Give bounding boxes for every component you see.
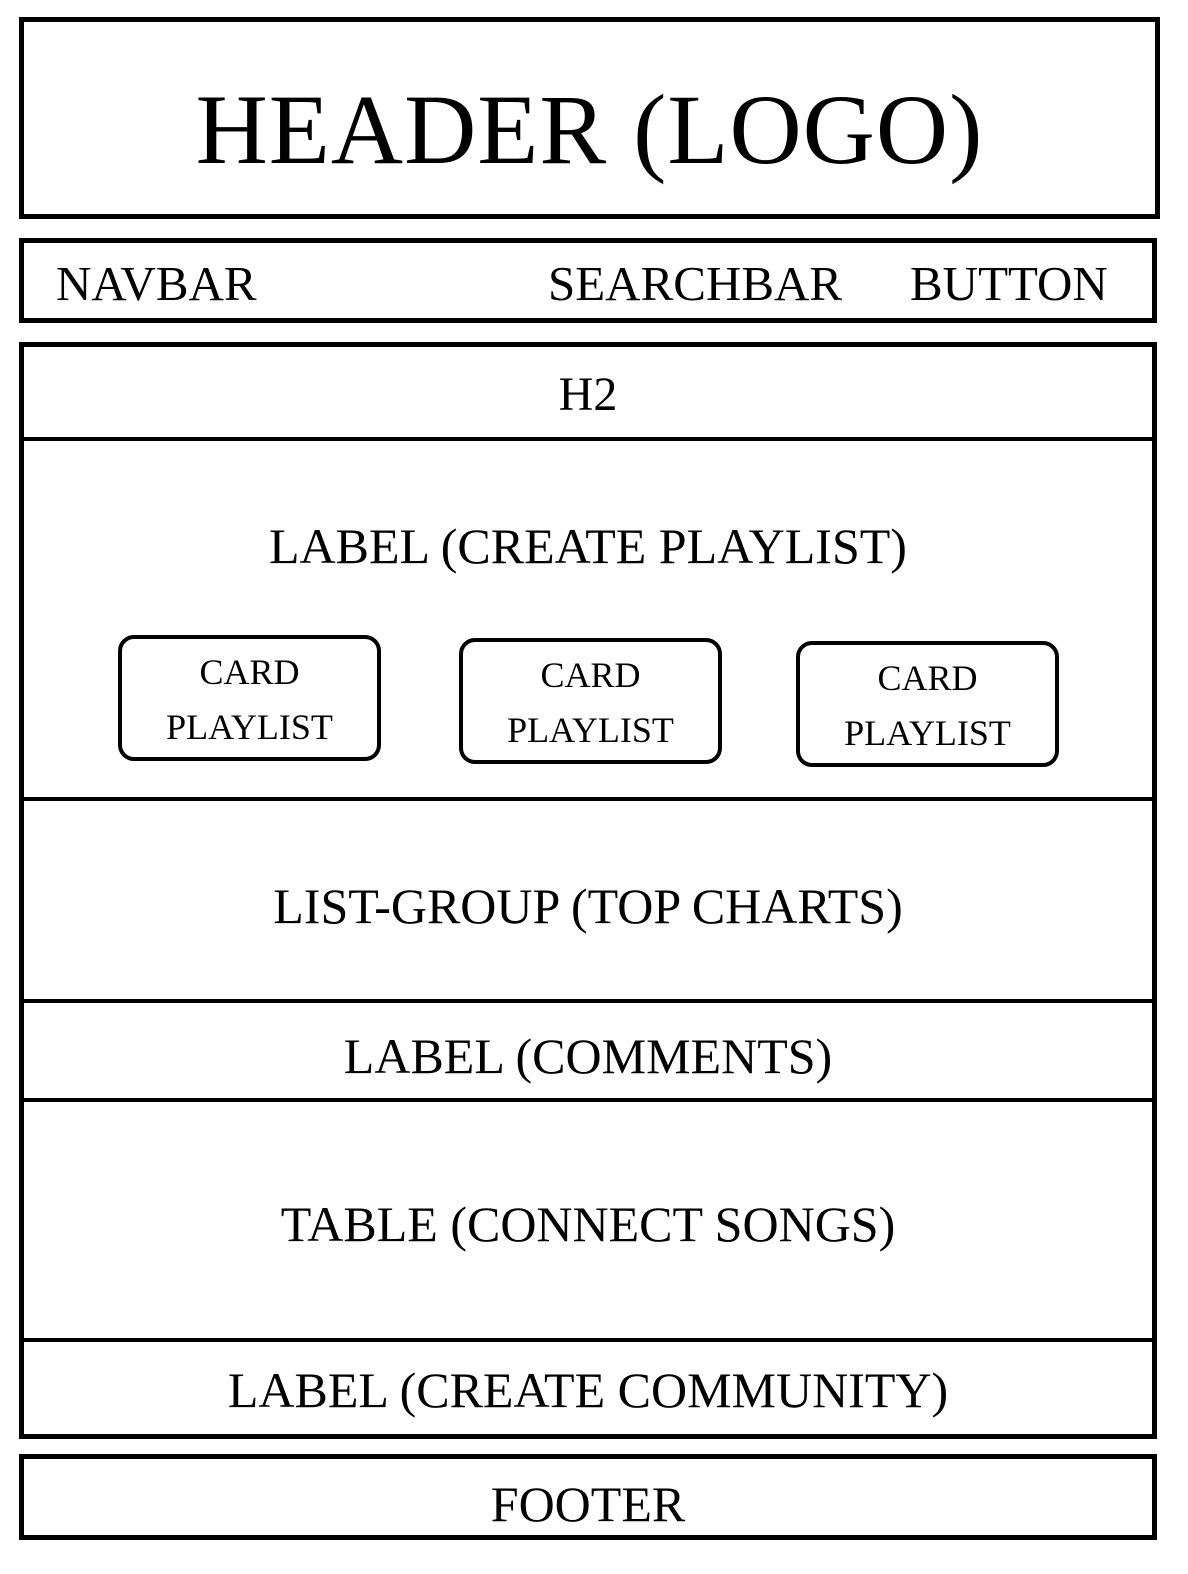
create-playlist-label: LABEL (CREATE PLAYLIST) — [269, 518, 907, 574]
card-subtitle: PLAYLIST — [844, 713, 1011, 753]
header-box: HEADER (LOGO) — [19, 17, 1160, 219]
navbar-box: NAVBAR SEARCHBAR BUTTON — [19, 238, 1157, 323]
playlist-card-1[interactable]: CARD PLAYLIST — [118, 635, 381, 761]
card-title: CARD — [199, 652, 300, 692]
navbar-label[interactable]: NAVBAR — [56, 256, 257, 311]
card-title: CARD — [877, 658, 978, 698]
playlist-card-2[interactable]: CARD PLAYLIST — [459, 638, 722, 764]
header-logo-label: HEADER (LOGO) — [195, 74, 984, 185]
card-subtitle: PLAYLIST — [507, 710, 674, 750]
list-group-label: LIST-GROUP (TOP CHARTS) — [273, 878, 903, 934]
divider-table — [19, 1338, 1152, 1342]
comments-label: LABEL (COMMENTS) — [343, 1028, 833, 1084]
divider-comments — [19, 1098, 1152, 1102]
create-community-label: LABEL (CREATE COMMUNITY) — [227, 1362, 949, 1418]
divider-h2 — [19, 437, 1157, 441]
table-label: TABLE (CONNECT SONGS) — [280, 1196, 896, 1252]
h2-label: H2 — [558, 368, 618, 421]
divider-list-group — [19, 999, 1152, 1003]
main-content-box: H2 LABEL (CREATE PLAYLIST) CARD PLAYLIST… — [19, 342, 1157, 1439]
searchbar-label[interactable]: SEARCHBAR — [548, 256, 843, 311]
card-title: CARD — [540, 655, 641, 695]
playlist-card-3[interactable]: CARD PLAYLIST — [796, 641, 1059, 767]
divider-playlist — [24, 797, 1152, 801]
footer-label: FOOTER — [490, 1476, 686, 1532]
footer-box: FOOTER — [19, 1454, 1157, 1540]
button-label[interactable]: BUTTON — [910, 256, 1108, 311]
card-subtitle: PLAYLIST — [166, 707, 333, 747]
